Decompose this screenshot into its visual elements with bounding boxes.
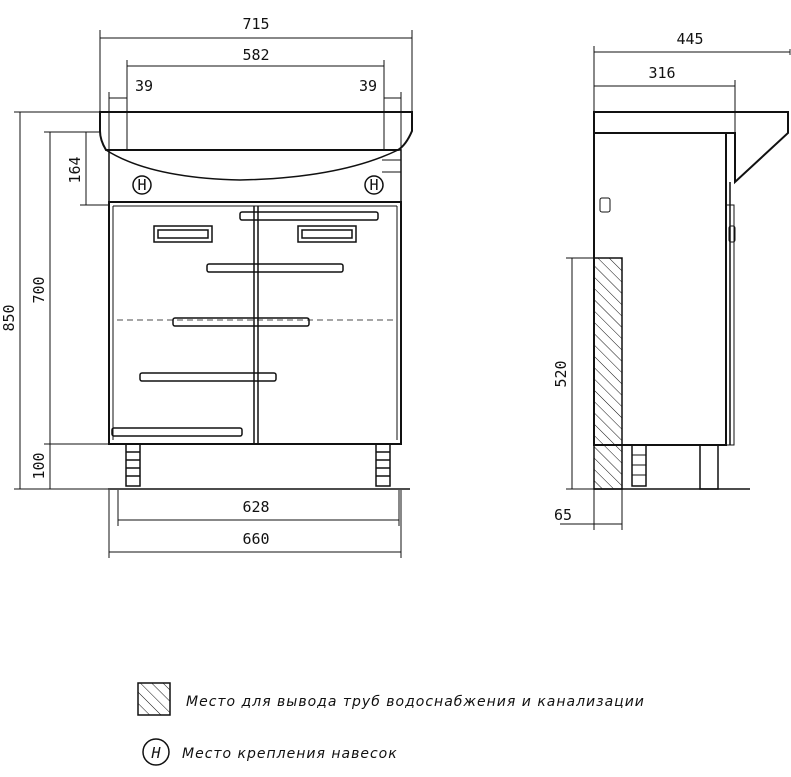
legs [125, 443, 391, 487]
dim-width-top: 715 [242, 15, 269, 33]
cabinet-body [108, 201, 402, 445]
dim-side-height-bottom: 65 [554, 506, 572, 524]
dim-side-height-wall: 520 [552, 360, 570, 387]
side-view [593, 111, 789, 490]
svg-text:H: H [150, 744, 161, 762]
dim-width-bottom-outer: 660 [242, 530, 269, 548]
basin-bowl [105, 149, 399, 181]
legend: Место для вывода труб водоснабжения и ка… [137, 682, 645, 766]
legend-pipe-outlet: Место для вывода труб водоснабжения и ка… [186, 694, 645, 710]
dim-width-basin: 582 [242, 46, 269, 64]
front-dimensions [14, 30, 413, 558]
legend-mount-point: Место крепления навесок [182, 746, 398, 762]
dim-height-total: 850 [0, 304, 18, 331]
upper-cabinet [108, 149, 402, 203]
dim-side-depth-body: 316 [648, 64, 675, 82]
door-handles [111, 211, 379, 437]
side-dimensions [560, 46, 791, 530]
dim-offset-left: 39 [135, 77, 153, 95]
dim-side-depth-total: 445 [676, 30, 703, 48]
basin-top [99, 111, 413, 151]
pipe-outlet-zone [593, 257, 623, 490]
legend-mount-icon [142, 738, 170, 766]
svg-text:H: H [369, 176, 378, 194]
dim-height-body: 700 [30, 276, 48, 303]
svg-text:H: H [137, 176, 146, 194]
legend-hatch-icon [137, 682, 171, 716]
dim-height-basin: 164 [66, 156, 84, 183]
dim-width-bottom-inner: 628 [242, 498, 269, 516]
dim-height-legs: 100 [30, 452, 48, 479]
mount-symbol-right: H [364, 175, 384, 195]
dim-offset-right: 39 [359, 77, 377, 95]
side-basin-top [593, 111, 789, 185]
mount-symbol-left: H [132, 175, 152, 195]
front-view: H H [99, 111, 413, 490]
